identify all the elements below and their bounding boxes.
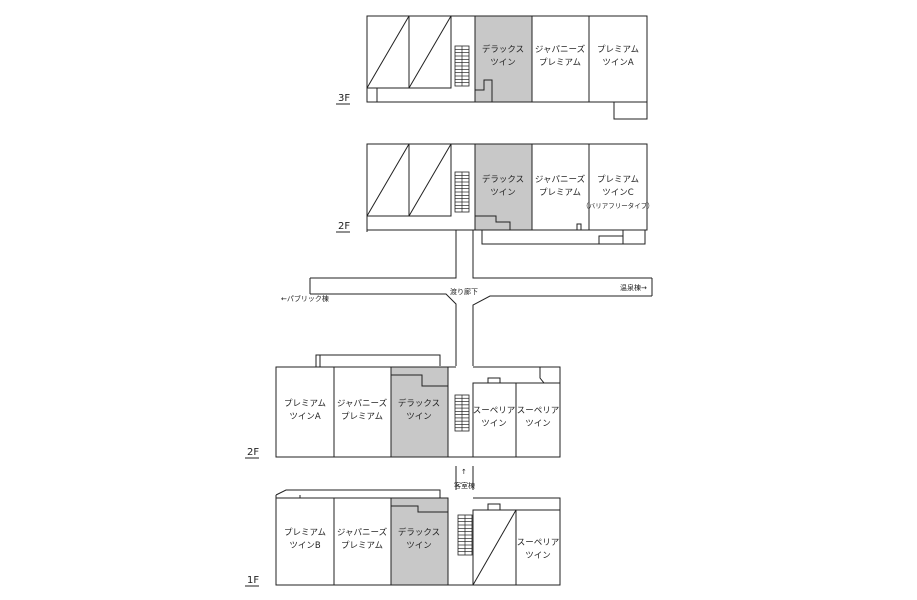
upper-3f-plan: 3F [336, 15, 648, 120]
room-label-u2-premium-line3: （バリアフリータイプ） [582, 201, 654, 210]
room-label-u2-premium-line1: プレミアム [597, 175, 639, 185]
room-u3-japanese [531, 15, 590, 103]
lower-1f-plan: ↑ 客室棟 1F [245, 466, 561, 587]
room-label-u3-deluxe-line1: デラックス [482, 44, 524, 55]
room-label-l2-deluxe-line1: デラックス [398, 398, 440, 409]
room-label-u3-premium-line2: ツインA [602, 58, 634, 68]
to-onsen-label: 温泉棟→ [620, 283, 647, 292]
room-label-l2-japanese-line2: プレミアム [341, 412, 383, 422]
lower-2f-stair [454, 394, 470, 432]
room-label-l1-japanese-line2: プレミアム [341, 541, 383, 551]
room-label-l1-deluxe-line2: ツイン [406, 541, 432, 551]
room-label-l2-premium-line1: プレミアム [284, 399, 326, 409]
room-label-u2-japanese-line2: プレミアム [539, 188, 581, 198]
room-u2-japanese [531, 143, 590, 231]
room-label-u3-japanese-line2: プレミアム [539, 58, 581, 68]
room-label-l1-superior-line1: スーペリア [517, 538, 560, 548]
lower-2f-plan: 2F [245, 354, 561, 459]
room-label-l1-japanese-line1: ジャパニーズ [337, 527, 388, 538]
room-label-l2-japanese-line1: ジャパニーズ [337, 398, 388, 409]
room-l1-premium [275, 497, 335, 586]
room-label-l2-superior1-line2: ツイン [481, 419, 507, 429]
room-label-l2-superior1-line1: スーペリア [473, 406, 516, 416]
room-u2-premium [588, 143, 648, 231]
to-public-label: ←パブリック棟 [281, 294, 329, 303]
upper-2f-stair [454, 171, 470, 213]
room-label-u2-deluxe-line1: デラックス [482, 174, 524, 185]
room-l2-deluxe [390, 366, 449, 458]
floor-label-l1: 1F [247, 575, 259, 586]
room-u2-deluxe [474, 143, 533, 231]
room-label-l2-deluxe-line2: ツイン [406, 412, 432, 422]
room-label-u3-japanese-line1: ジャパニーズ [535, 44, 586, 55]
room-label-l1-superior-line2: ツイン [525, 551, 551, 561]
room-l2-premium [275, 366, 335, 458]
room-label-u2-japanese-line1: ジャパニーズ [535, 174, 586, 185]
corridor-label: 渡り廊下 [450, 287, 478, 296]
room-label-u2-deluxe-line2: ツイン [490, 188, 516, 198]
room-l2-japanese [333, 366, 392, 458]
room-label-u3-deluxe-line2: ツイン [490, 58, 516, 68]
corridor: 渡り廊下 ←パブリック棟 温泉棟→ [281, 230, 653, 366]
room-u3-premium [588, 15, 648, 103]
room-label-u3-premium-line1: プレミアム [597, 45, 639, 55]
floor-label-u2: 2F [338, 221, 350, 232]
floor-label-l2: 2F [247, 447, 259, 458]
upper-3f-stair [454, 45, 470, 87]
lower-1f-stair [457, 514, 473, 556]
room-label-l2-superior2-line2: ツイン [525, 419, 551, 429]
to-guest-label: 客室棟 [454, 481, 475, 490]
room-l1-superior [515, 509, 561, 586]
room-l2-superior2 [515, 382, 561, 458]
room-label-l1-premium-line1: プレミアム [284, 528, 326, 538]
upper-2f-plan: 2F [336, 143, 648, 245]
room-label-l2-premium-line2: ツインA [289, 412, 321, 422]
room-label-l2-superior2-line1: スーペリア [517, 406, 560, 416]
room-label-u2-premium-line2: ツインC [602, 188, 634, 198]
room-l2-superior1 [472, 382, 517, 458]
svg-text:↑: ↑ [461, 468, 467, 476]
room-labels: デラックスツインジャパニーズプレミアムプレミアムツインAデラックスツインジャパニ… [284, 44, 654, 561]
room-label-l1-premium-line2: ツインB [289, 541, 321, 551]
floor-label-u3: 3F [338, 93, 350, 104]
room-label-l1-deluxe-line1: デラックス [398, 527, 440, 538]
